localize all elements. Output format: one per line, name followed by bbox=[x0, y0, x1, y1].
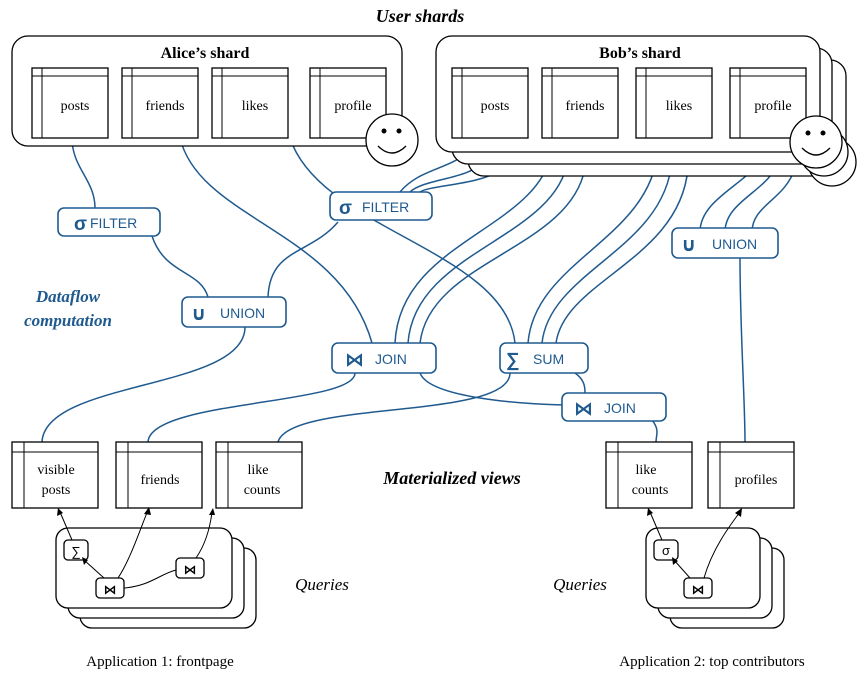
view-visible-posts: visible posts bbox=[11, 441, 99, 509]
wire-join-joinright bbox=[419, 372, 569, 406]
wire-alice-friends-join bbox=[179, 137, 373, 344]
wire-bob-likes-sum-2 bbox=[541, 159, 673, 344]
view-friends: friends bbox=[115, 441, 203, 509]
view-visible-posts-line1: visible bbox=[37, 463, 74, 478]
dataflow-label-line2: computation bbox=[24, 311, 112, 330]
filter-left-label: FILTER bbox=[90, 215, 137, 231]
wire-bob-friends-join-2 bbox=[407, 159, 569, 344]
view-like-counts-left-line1: like bbox=[248, 463, 269, 478]
alice-table-likes: likes bbox=[211, 67, 289, 139]
dataflow-wires bbox=[41, 137, 796, 443]
query-left-sum-node: ∑ bbox=[63, 539, 89, 561]
wire-filterright-union bbox=[267, 221, 339, 298]
wire-bob-friends-join-3 bbox=[419, 167, 586, 344]
op-join-left: ⋈ JOIN bbox=[331, 342, 437, 374]
query-right-sigma-node: σ bbox=[653, 539, 679, 561]
view-profiles: profiles bbox=[707, 441, 795, 509]
bob-smiley-icon bbox=[789, 115, 857, 187]
view-like-counts-right-line2: counts bbox=[632, 483, 669, 498]
union-left-symbol: ∪ bbox=[191, 304, 206, 325]
query-left-join-b-symbol: ⋈ bbox=[184, 562, 197, 577]
alice-shard: Alice’s shard posts friends likes profil… bbox=[11, 35, 419, 167]
view-friends-line1: friends bbox=[141, 473, 180, 488]
wire-joinright-likecounts bbox=[651, 419, 658, 443]
join-left-label: JOIN bbox=[375, 351, 407, 367]
alice-table-posts-label: posts bbox=[61, 99, 90, 114]
query-right-join-node: ⋈ bbox=[683, 577, 713, 599]
queries-right-stack: σ ⋈ bbox=[645, 508, 785, 629]
op-filter-left: σ FILTER bbox=[57, 207, 161, 237]
op-join-right: ⋈ JOIN bbox=[561, 392, 667, 422]
query-left-sum-symbol: ∑ bbox=[71, 544, 80, 559]
view-like-counts-left-line2: counts bbox=[244, 483, 281, 498]
bob-table-posts: posts bbox=[451, 67, 529, 139]
alice-table-profile-label: profile bbox=[334, 99, 371, 114]
wire-bob-likes-sum-1 bbox=[527, 149, 659, 344]
sum-symbol: ∑ bbox=[506, 350, 520, 371]
alice-smiley-icon bbox=[365, 113, 419, 167]
query-left-join-a-symbol: ⋈ bbox=[104, 582, 117, 597]
query-left-join-a-node: ⋈ bbox=[95, 577, 125, 599]
alice-shard-title: Alice’s shard bbox=[161, 45, 250, 62]
bob-table-friends: friends bbox=[541, 67, 619, 139]
bob-table-profile-label: profile bbox=[754, 99, 791, 114]
wire-sum-likecounts bbox=[277, 372, 511, 443]
query-right-join-symbol: ⋈ bbox=[692, 582, 705, 597]
union-right-symbol: ∪ bbox=[681, 235, 696, 256]
queries-left-stack: ∑ ⋈ ⋈ bbox=[55, 507, 257, 629]
op-union-right: ∪ UNION bbox=[671, 227, 779, 259]
query-right-sigma-symbol: σ bbox=[662, 543, 670, 558]
join-left-symbol: ⋈ bbox=[345, 350, 364, 371]
wire-filter-union bbox=[151, 235, 209, 298]
application-2-label: Application 2: top contributors bbox=[619, 654, 805, 670]
view-profiles-line1: profiles bbox=[735, 473, 778, 488]
wire-union-visibleposts bbox=[41, 326, 246, 443]
queries-left-label: Queries bbox=[295, 575, 349, 594]
bob-shard-title: Bob’s shard bbox=[599, 45, 681, 62]
bob-shard: Bob’s shard posts friends likes profile bbox=[435, 35, 857, 187]
diagram-title: User shards bbox=[376, 6, 465, 26]
alice-table-friends-label: friends bbox=[146, 99, 185, 114]
alice-table-posts: posts bbox=[31, 67, 109, 139]
queries-right-label: Queries bbox=[553, 575, 607, 594]
bob-table-likes: likes bbox=[635, 67, 713, 139]
join-right-label: JOIN bbox=[604, 400, 636, 416]
bob-table-likes-label: likes bbox=[666, 99, 692, 114]
view-visible-posts-line2: posts bbox=[42, 483, 71, 498]
wire-join-friends bbox=[147, 372, 356, 443]
alice-table-friends: friends bbox=[121, 67, 199, 139]
wire-union-profiles bbox=[739, 257, 746, 443]
sum-label: SUM bbox=[533, 351, 564, 367]
application-1-label: Application 1: frontpage bbox=[86, 654, 234, 670]
bob-shard-frame bbox=[435, 35, 821, 153]
view-like-counts-right: like counts bbox=[605, 441, 693, 509]
wire-bob-friends-join-1 bbox=[394, 149, 553, 344]
filter-right-label: FILTER bbox=[362, 199, 409, 215]
wire-bob-profile-union-3 bbox=[751, 167, 796, 233]
op-union-left: ∪ UNION bbox=[181, 296, 287, 328]
bob-table-profile: profile bbox=[729, 67, 807, 139]
alice-shard-frame bbox=[11, 35, 403, 147]
union-right-label: UNION bbox=[712, 236, 757, 252]
bob-table-friends-label: friends bbox=[566, 99, 605, 114]
view-like-counts-right-line1: like bbox=[636, 463, 657, 478]
wire-bob-likes-sum-3 bbox=[555, 167, 689, 344]
wire-sum-joinright bbox=[574, 372, 586, 394]
query-left-join-b-node: ⋈ bbox=[175, 557, 205, 579]
alice-table-likes-label: likes bbox=[242, 99, 268, 114]
bob-table-posts-label: posts bbox=[481, 99, 510, 114]
op-filter-right: σ FILTER bbox=[329, 191, 433, 221]
union-left-label: UNION bbox=[220, 305, 265, 321]
materialized-views-label: Materialized views bbox=[382, 468, 521, 488]
dataflow-label-line1: Dataflow bbox=[35, 287, 101, 306]
join-right-symbol: ⋈ bbox=[574, 399, 593, 420]
op-sum: ∑ SUM bbox=[499, 342, 589, 374]
view-like-counts-left: like counts bbox=[215, 441, 303, 509]
wire-alice-likes-sum bbox=[289, 137, 516, 344]
filter-left-symbol: σ bbox=[74, 214, 87, 235]
wire-alice-posts-filter bbox=[71, 137, 96, 209]
filter-right-symbol: σ bbox=[339, 198, 352, 219]
